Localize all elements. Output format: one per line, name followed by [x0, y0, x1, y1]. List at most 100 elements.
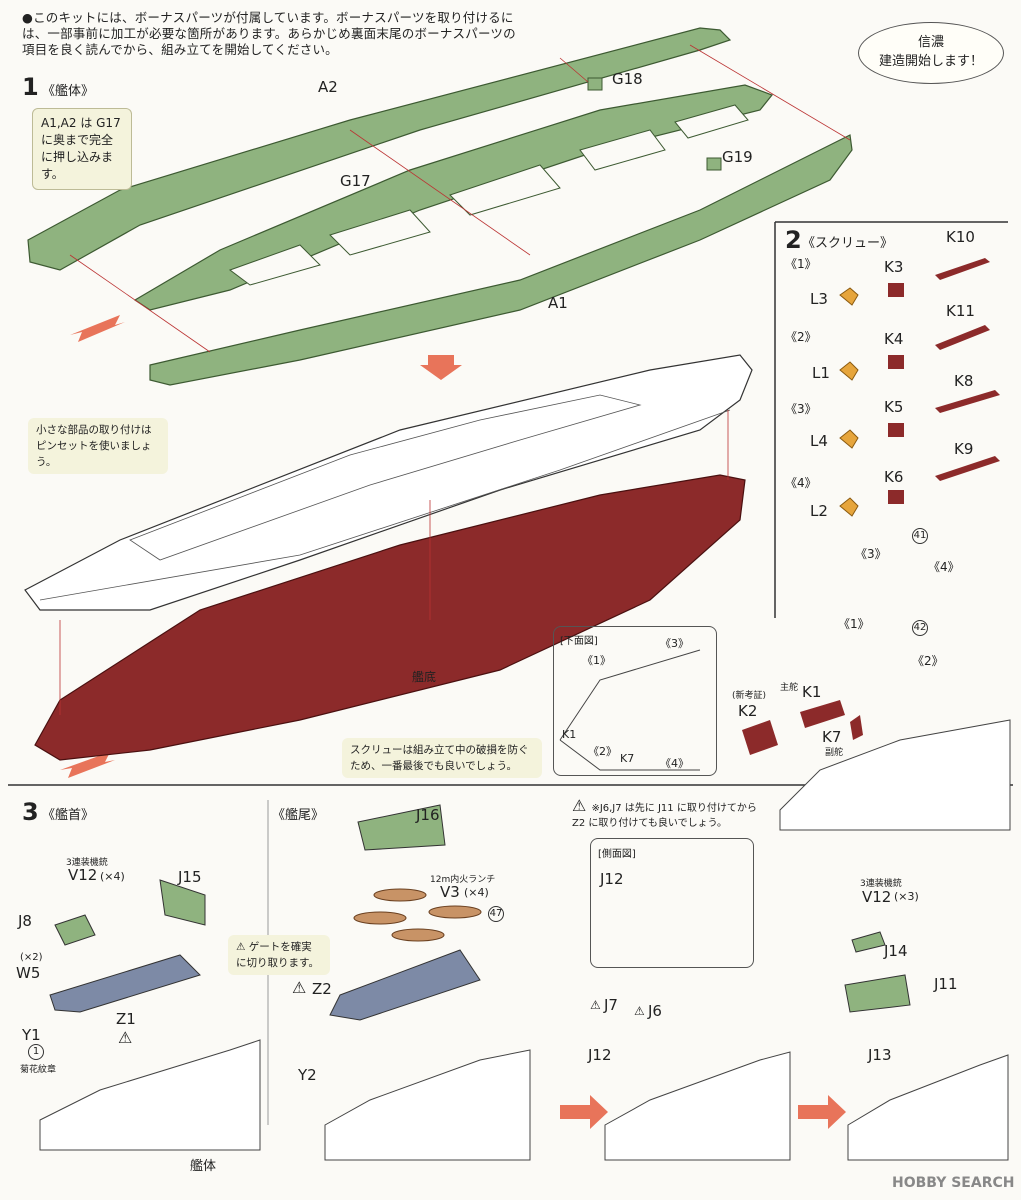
label-j12: J12 [588, 1046, 612, 1064]
ref-1: 1 [28, 1044, 44, 1060]
sub-rudder-caption: 副舵 [825, 748, 844, 758]
label-j11: J11 [934, 975, 958, 993]
label-a1: A1 [548, 294, 568, 312]
label-k7: K7 [822, 728, 842, 746]
screw-row-2 [839, 325, 990, 381]
row3-l: L4 [810, 432, 828, 450]
row1-shaft: K10 [946, 228, 975, 246]
step1-number: 1 [22, 73, 39, 101]
label-j15: J15 [178, 868, 202, 886]
label-hull: 艦体 [190, 1159, 217, 1174]
label-x2: (×2) [20, 952, 43, 963]
launch-caption: 12m内火ランチ [430, 875, 496, 885]
label-j14: J14 [884, 942, 908, 960]
bracket-4: 《4》 [928, 560, 960, 574]
row2-k: K4 [884, 330, 904, 348]
label-j7: J7 [604, 996, 618, 1014]
label-j8: J8 [18, 912, 32, 930]
label-z1: Z1 [116, 1010, 136, 1028]
bottom-view-4: 《4》 [660, 757, 689, 770]
label-j16: J16 [416, 806, 440, 824]
warning-icon-z2: ⚠ [292, 978, 307, 997]
row3-index: 《3》 [785, 402, 817, 416]
bracket-1: 《1》 [838, 617, 870, 631]
label-j13: J13 [868, 1046, 892, 1064]
bracket-2: 《2》 [912, 654, 944, 668]
warning-icon-j: ⚠ [572, 796, 592, 815]
step2-title: 《スクリュー》 [802, 236, 894, 251]
j-note: ⚠ ※J6,J7 は先に J11 に取り付けてから Z2 に取り付けても良いでし… [572, 798, 768, 831]
watermark: HOBBY SEARCH [892, 1175, 1015, 1191]
step2-number: 2 [785, 226, 802, 254]
label-v3: V3 [440, 883, 460, 901]
row1-index: 《1》 [785, 257, 817, 271]
chrysanthemum-caption: 菊花紋章 [20, 1065, 57, 1075]
step3-stern-title: 《艦尾》 [272, 808, 325, 823]
bottom-view-box [553, 626, 717, 776]
warning-icon-j7: ⚠ [590, 998, 601, 1012]
screw-row-3 [839, 390, 1000, 449]
step3-title: 《艦首》 [42, 808, 95, 823]
label-hull-bottom: 艦底 [412, 670, 437, 684]
label-g17: G17 [340, 172, 371, 190]
warning-icon-gate: ⚠ [236, 941, 249, 953]
step1-note: A1,A2 は G17 に奥まで完全に押し込みます。 [32, 108, 132, 190]
bottom-view-1: 《1》 [582, 654, 611, 667]
warning-icon-j6: ⚠ [634, 1004, 645, 1018]
label-y2: Y2 [298, 1066, 317, 1084]
ref-41: 41 [912, 528, 928, 544]
bottom-view-title: [下面図] [560, 636, 598, 647]
label-v12: V12 [68, 866, 98, 884]
bracket-3: 《3》 [855, 547, 887, 561]
row2-index: 《2》 [785, 330, 817, 344]
tweezers-note: 小さな部品の取り付けはピンセットを使いましょう。 [28, 418, 168, 474]
label-k1: K1 [802, 683, 822, 701]
bottom-view-k1: K1 [562, 728, 577, 741]
bottom-view-k7: K7 [620, 752, 635, 765]
label-v12b: V12 [862, 888, 892, 906]
side-view-title: [側面図] [598, 849, 636, 860]
gate-note: ⚠ ゲートを確実に切り取ります。 [228, 935, 330, 975]
row4-index: 《4》 [785, 476, 817, 490]
label-a2: A2 [318, 78, 338, 96]
label-g19: G19 [722, 148, 753, 166]
row4-k: K6 [884, 468, 904, 486]
label-k2: K2 [738, 702, 758, 720]
label-w5: W5 [16, 964, 41, 982]
label-z2: Z2 [312, 980, 332, 998]
screw-row-4 [839, 456, 1000, 517]
row3-k: K5 [884, 398, 904, 416]
row1-l: L3 [810, 290, 828, 308]
ref-42: 42 [912, 620, 928, 636]
warning-icon-z1: ⚠ [118, 1028, 133, 1047]
label-g18: G18 [612, 70, 643, 88]
label-j12-side: J12 [600, 870, 624, 888]
gate-note-text: ゲートを確実に切り取ります。 [236, 941, 319, 969]
bottom-view-3: 《3》 [660, 637, 689, 650]
label-x4: (×4) [100, 870, 125, 883]
triple-mg-caption: 3連装機銃 [66, 858, 108, 868]
row4-shaft: K9 [954, 440, 974, 458]
screw-note: スクリューは組み立て中の破損を防ぐため、一番最後でも良いでしょう。 [342, 738, 542, 778]
row1-k: K3 [884, 258, 904, 276]
label-x3: (×3) [894, 890, 919, 903]
label-y1: Y1 [22, 1026, 41, 1044]
bottom-view-2: 《2》 [588, 745, 617, 758]
j-note-text: ※J6,J7 は先に J11 に取り付けてから Z2 に取り付けても良いでしょう… [572, 803, 757, 829]
triple-mg-caption2: 3連装機銃 [860, 879, 902, 889]
row3-shaft: K8 [954, 372, 974, 390]
label-x4b: (×4) [464, 886, 489, 899]
row2-l: L1 [812, 364, 830, 382]
step3-number: 3 [22, 798, 39, 826]
label-j6: J6 [648, 1002, 662, 1020]
ref-47: 47 [488, 906, 504, 922]
intro-text: ●このキットには、ボーナスパーツが付属しています。ボーナスパーツを取り付けるには… [22, 10, 516, 57]
screw-row-1 [839, 258, 990, 306]
step1-title: 《艦体》 [42, 84, 95, 99]
row2-shaft: K11 [946, 302, 975, 320]
side-view-box [590, 838, 754, 968]
speech-bubble: 信濃 建造開始します！ [858, 22, 1004, 84]
k2-caption: (新考証) [732, 691, 767, 701]
row4-l: L2 [810, 502, 828, 520]
